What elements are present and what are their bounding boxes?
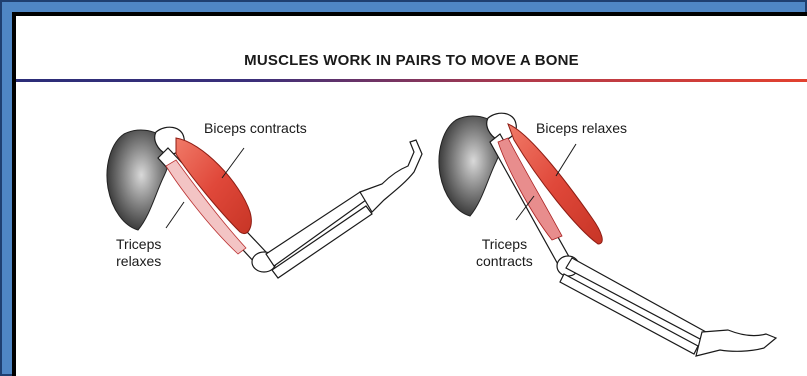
- left-triceps-pointer: [166, 202, 184, 228]
- left-triceps-label: Triceps relaxes: [116, 236, 161, 270]
- right-biceps-label: Biceps relaxes: [536, 120, 627, 137]
- right-triceps-label: Triceps contracts: [476, 236, 533, 270]
- left-triceps-label-line1: Triceps: [116, 236, 161, 253]
- right-radius: [566, 258, 706, 340]
- left-biceps-label: Biceps contracts: [204, 120, 307, 137]
- arm-illustrations: [16, 16, 807, 376]
- right-arm-diagram: [439, 113, 776, 356]
- left-biceps-pointer: [222, 148, 244, 178]
- right-biceps-pointer: [556, 144, 576, 176]
- right-hand: [696, 330, 776, 356]
- diagram-card: MUSCLES WORK IN PAIRS TO MOVE A BONE: [16, 16, 807, 376]
- right-ulna: [560, 274, 698, 354]
- left-hand: [360, 140, 422, 212]
- right-triceps-label-line1: Triceps: [476, 236, 533, 253]
- left-triceps-label-line2: relaxes: [116, 253, 161, 270]
- right-triceps-label-line2: contracts: [476, 253, 533, 270]
